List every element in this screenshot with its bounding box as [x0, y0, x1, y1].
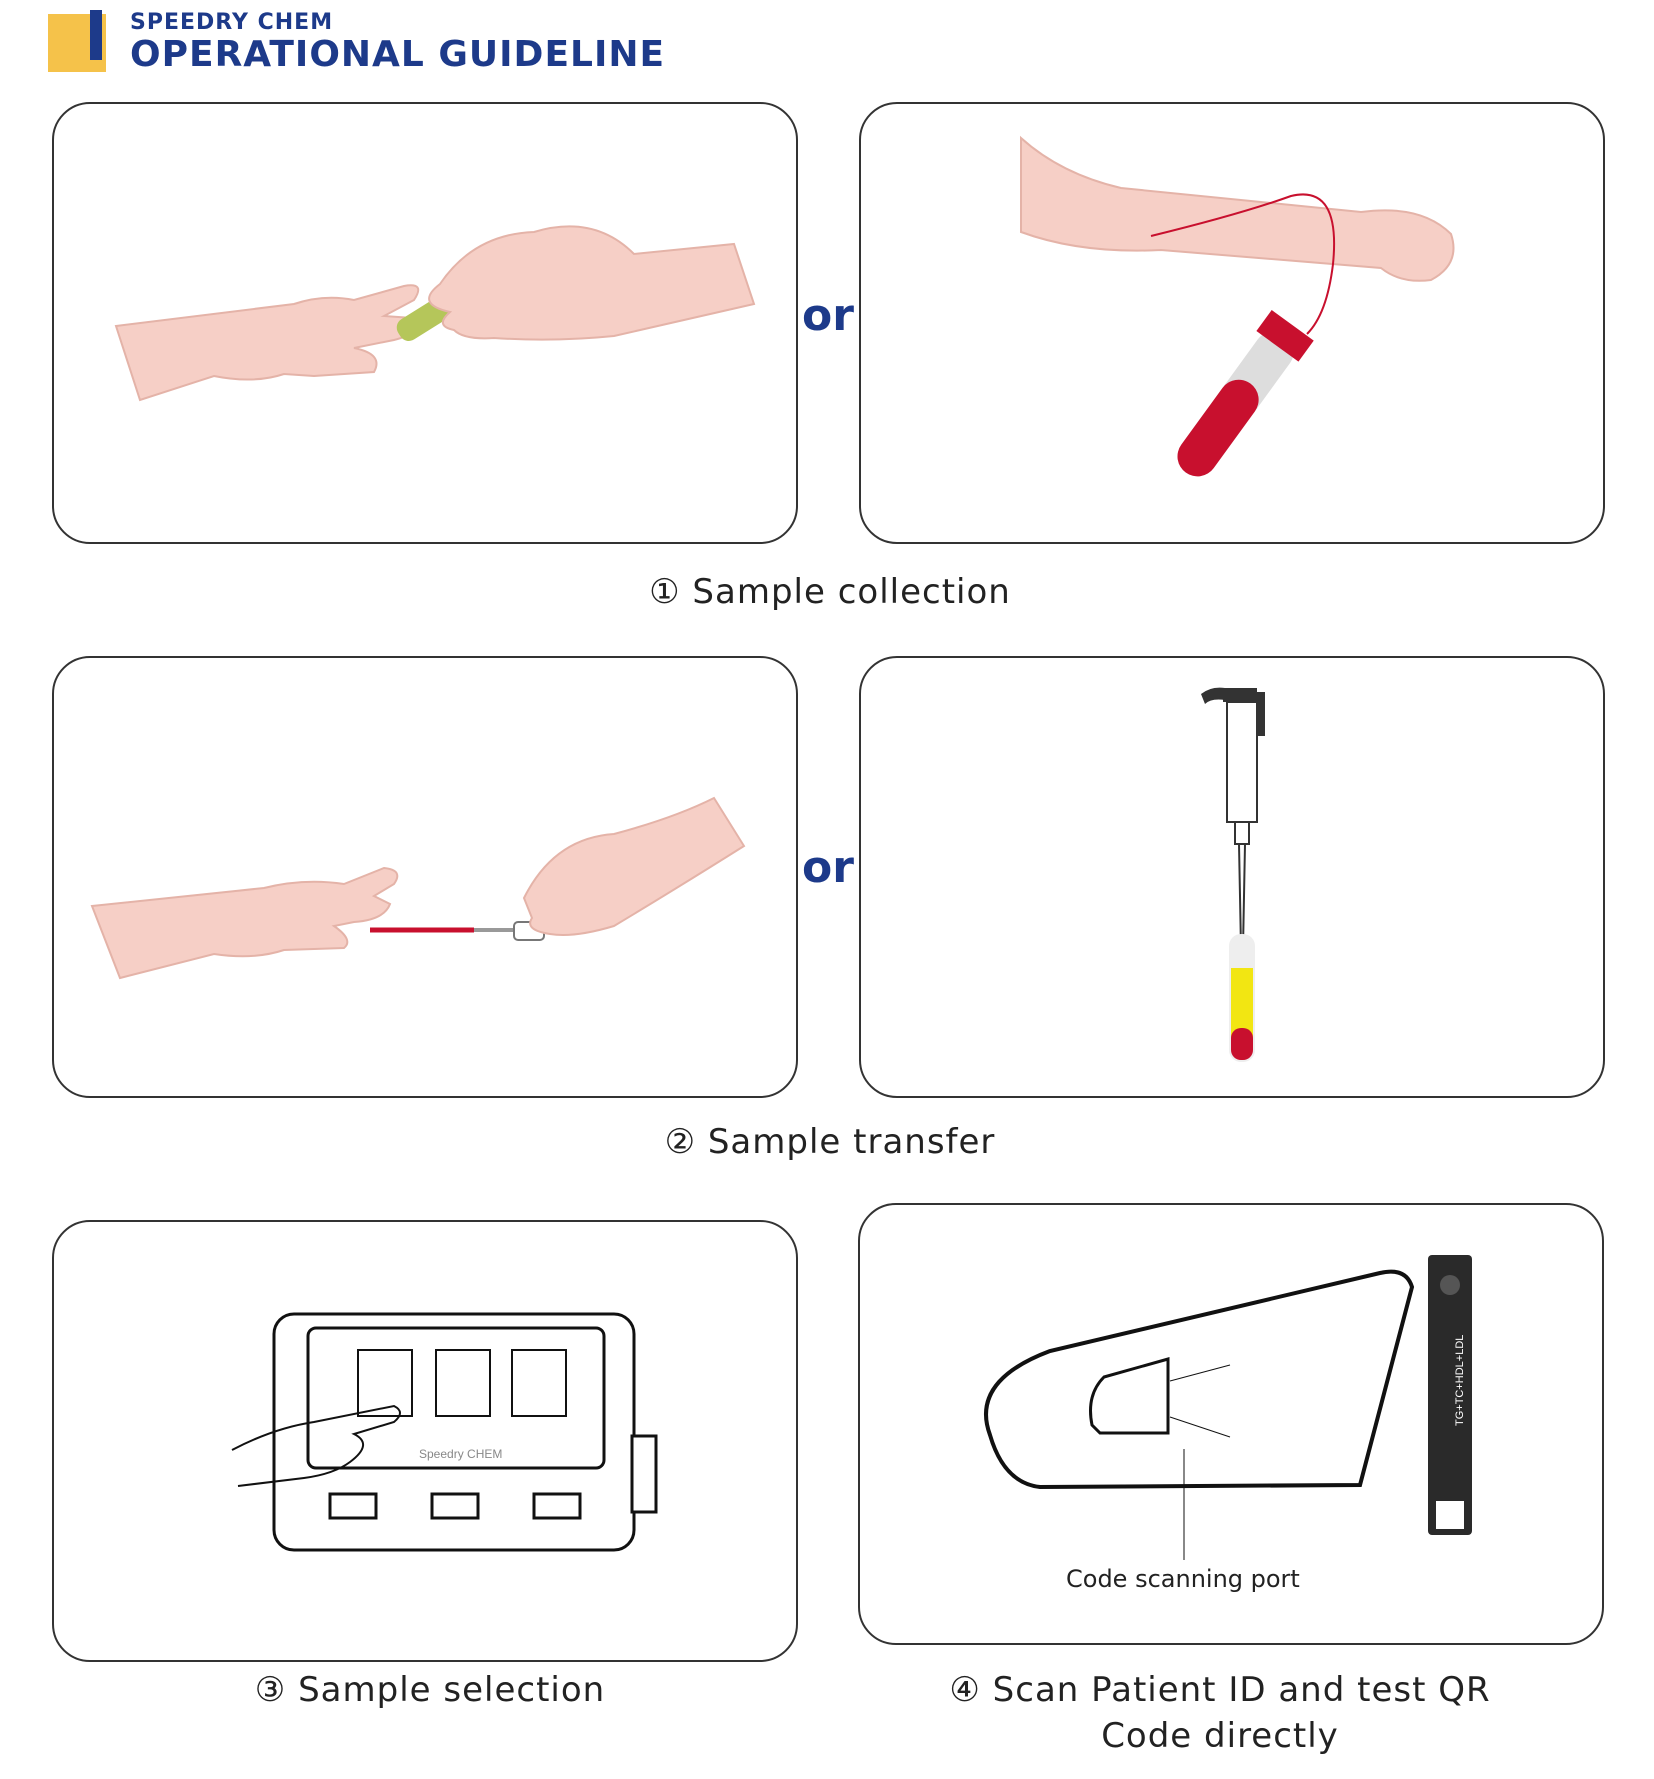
- panel-scan-qr: Code scanning port TG+TC+HDL+LDL: [858, 1203, 1604, 1645]
- caption-step-4-line1: ④ Scan Patient ID and test QR: [949, 1670, 1491, 1710]
- or-connector-2: or: [802, 842, 854, 893]
- pipette-illustration: [1201, 687, 1265, 1062]
- panel-venous-draw: [859, 102, 1605, 544]
- device-brand-label: Speedry CHEM: [419, 1447, 503, 1461]
- page-header: SPEEDRY CHEM OPERATIONAL GUIDELINE: [48, 8, 948, 78]
- panel-capillary-transfer: [52, 656, 798, 1098]
- caption-step-1: ① Sample collection: [649, 572, 1011, 612]
- caption-step-3: ③ Sample selection: [254, 1670, 606, 1710]
- brand-name: SPEEDRY CHEM: [130, 10, 334, 35]
- scan-port-label: Code scanning port: [1066, 1565, 1300, 1593]
- page-title: OPERATIONAL GUIDELINE: [130, 34, 666, 75]
- caption-step-4-line2: Code directly: [1101, 1716, 1339, 1756]
- logo-square-icon: [48, 10, 106, 72]
- capillary-transfer-illustration: [90, 796, 746, 980]
- device-side-illustration: [984, 1255, 1472, 1560]
- venous-draw-illustration: [1020, 135, 1455, 477]
- test-strip-label: TG+TC+HDL+LDL: [1454, 1334, 1466, 1426]
- panel-pipette: [859, 656, 1605, 1098]
- caption-step-2: ② Sample transfer: [664, 1122, 996, 1162]
- device-front-illustration: [231, 1312, 658, 1552]
- finger-prick-illustration: [114, 225, 756, 402]
- or-connector-1: or: [802, 290, 854, 341]
- panel-sample-selection: Speedry CHEM: [52, 1220, 798, 1662]
- panel-finger-prick: [52, 102, 798, 544]
